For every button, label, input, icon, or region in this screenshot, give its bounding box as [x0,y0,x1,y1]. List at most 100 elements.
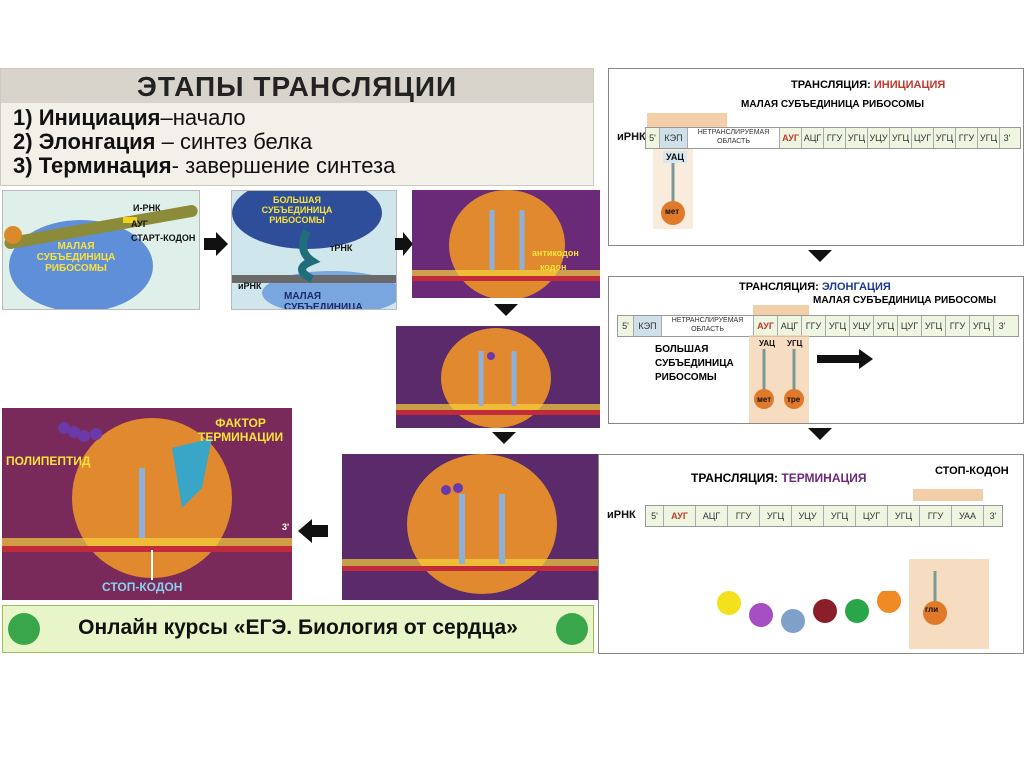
stage-name: Терминация [38,153,172,178]
amino-acid-bead [717,591,741,615]
small-subunit-label: МАЛАЯ СУБЪЕДИНИЦА РИБОСОМЫ [36,241,116,274]
diagram-elongation: ТРАНСЛЯЦИЯ: ЭЛОНГАЦИЯ МАЛАЯ СУБЪЕДИНИЦА … [608,276,1024,424]
ribosome-termination-illustration [2,418,292,580]
codon-cell: ЦУГ [898,316,922,336]
amino-acid-label: мет [757,395,772,404]
codon-cell: ЦУГ [856,506,888,526]
arrow-left-icon [298,519,328,543]
codon-cell: УЦУ [868,128,890,148]
panel-peptide-step [342,454,600,600]
codon-cell: АЦГ [696,506,728,526]
anticodon-label: УАЦ [759,339,775,348]
codon-cell: УГЦ [824,506,856,526]
codon-cell: ГГУ [802,316,826,336]
large-subunit-label: БОЛЬШАЯ СУБЪЕДИНИЦА РИБОСОМЫ [655,344,734,383]
ribosome-elongation-illustration [396,328,600,428]
footer-banner: Онлайн курсы «ЕГЭ. Биология от сердца» [2,605,594,653]
clover-icon [556,613,588,645]
codon-cell: ГГУ [728,506,760,526]
three-prime-label: 3' [1003,133,1011,143]
mrna-strand: 5' КЭП НЕТРАНСЛИРУЕМАЯ ОБЛАСТЬ АУГ АЦГ Г… [617,315,1019,337]
arrow-down-icon [494,304,518,316]
course-title: Онлайн курсы «ЕГЭ. Биология от сердца» [78,616,518,639]
codon-cell: УГЦ [890,128,912,148]
three-prime-label: 3' [998,321,1006,331]
stage-num: 1) [13,105,33,130]
codon-cell: УГЦ [978,128,1000,148]
cap-label: КЭП [660,128,688,148]
diagram-title: ТРАНСЛЯЦИЯ: ЭЛОНГАЦИЯ [739,281,891,293]
amino-acid-label: тре [787,395,801,404]
stage-num: 2) [13,129,33,154]
stop-codon-label: СТОП-КОДОН [102,580,183,594]
ribosome-termination-schematic [909,489,989,649]
codon-cell: АЦГ [802,128,824,148]
release-factor-label: ФАКТОР ТЕРМИНАЦИИ [198,416,284,444]
amino-acid-bead [845,599,869,623]
diagram-title: ТРАНСЛЯЦИЯ: ИНИЦИАЦИЯ [791,79,946,91]
codon-cell: УАА [952,506,984,526]
anticodon-label: УГЦ [787,339,803,348]
three-prime-label: 3' [282,522,290,532]
arrow-right-icon [395,232,413,256]
codon-cell: УГЦ [922,316,946,336]
small-subunit-label: МАЛАЯ СУБЪЕДИНИЦА РИБОСОМЫ [813,295,997,306]
codon-label: кодон [540,262,567,272]
stage-num: 3) [13,153,33,178]
arrow-right-icon [204,232,228,256]
small-subunit-label: МАЛАЯ СУБЪЕДИНИЦА РИБОСОМЫ [741,99,925,110]
stage-item-3: 3) Терминация- завершение синтеза [13,153,395,179]
cap-label: КЭП [634,316,662,336]
codon-cell: АЦГ [778,316,802,336]
start-codon-label: СТАРТ-КОДОН [131,233,196,243]
codon-cell: УГЦ [874,316,898,336]
ribosome-anticodon-illustration [412,190,600,298]
codon-cell: ЦУГ [912,128,934,148]
amino-acid-bead [813,599,837,623]
codon-cell: УГЦ [826,316,850,336]
amino-acid-bead [749,603,773,627]
diagram-termination: ТРАНСЛЯЦИЯ: ТЕРМИНАЦИЯ СТОП-КОДОН иРНК 5… [598,454,1024,654]
trna-label: тРНК [330,243,353,253]
amino-acid-bead [877,591,901,613]
codon-cell: УГЦ [970,316,994,336]
panel-termination: ПОЛИПЕПТИД ФАКТОР ТЕРМИНАЦИИ СТОП-КОДОН … [2,408,292,600]
arrow-down-icon [808,428,832,440]
large-subunit-illustration [232,191,396,309]
polypeptide-label: ПОЛИПЕПТИД [6,454,91,468]
trna-initiator-illustration [647,113,727,229]
utr-label: НЕТРАНСЛИРУЕМАЯ ОБЛАСТЬ [688,128,780,148]
codon-cell: УГЦ [888,506,920,526]
ribosome-peptide-illustration [342,454,600,594]
diagram-initiation: ТРАНСЛЯЦИЯ: ИНИЦИАЦИЯ МАЛАЯ СУБЪЕДИНИЦА … [608,68,1024,246]
panel-anticodon: антикодон кодон [412,190,600,298]
irna-label: иРНК [617,131,646,143]
codon-cell: АУГ [754,316,778,336]
codon-cell: ГГУ [920,506,952,526]
three-prime-label: 3' [989,511,997,521]
small-subunit-illustration [4,205,198,309]
stage-name: Элонгация [38,129,156,154]
codon-cell: АУГ [780,128,802,148]
stage-item-2: 2) Элонгация – синтез белка [13,129,312,155]
arrow-down-icon [808,250,832,262]
large-subunit-label: БОЛЬШАЯ СУБЪЕДИНИЦА РИБОСОМЫ [261,195,333,225]
codon-cell: ГГУ [824,128,846,148]
arrow-down-icon [492,432,516,444]
panel-large-subunit: БОЛЬШАЯ СУБЪЕДИНИЦА РИБОСОМЫ тРНК иРНК М… [231,190,397,310]
codon-cell: УЦУ [792,506,824,526]
amino-acid-label: мет [665,207,680,216]
mrna-strand: 5' АУГ АЦГ ГГУ УГЦ УЦУ УГЦ ЦУГ УГЦ ГГУ У… [645,505,1003,527]
codon-cell: АУГ [664,506,696,526]
amino-acid-label: гли [925,605,939,614]
small-subunit-label: МАЛАЯ СУБЪЕДИНИЦА [284,291,363,310]
stage-item-1: 1) Инициация–начало [13,105,246,131]
polypeptide-chain [717,591,901,633]
codon-cell: ГГУ [946,316,970,336]
codon-cell: УГЦ [760,506,792,526]
irna-label: И-РНК [133,203,161,213]
five-prime-label: 5' [618,316,634,336]
title-bar [1,69,593,103]
stop-codon-label: СТОП-КОДОН [935,465,1009,477]
stage-desc: – синтез белка [155,129,313,154]
